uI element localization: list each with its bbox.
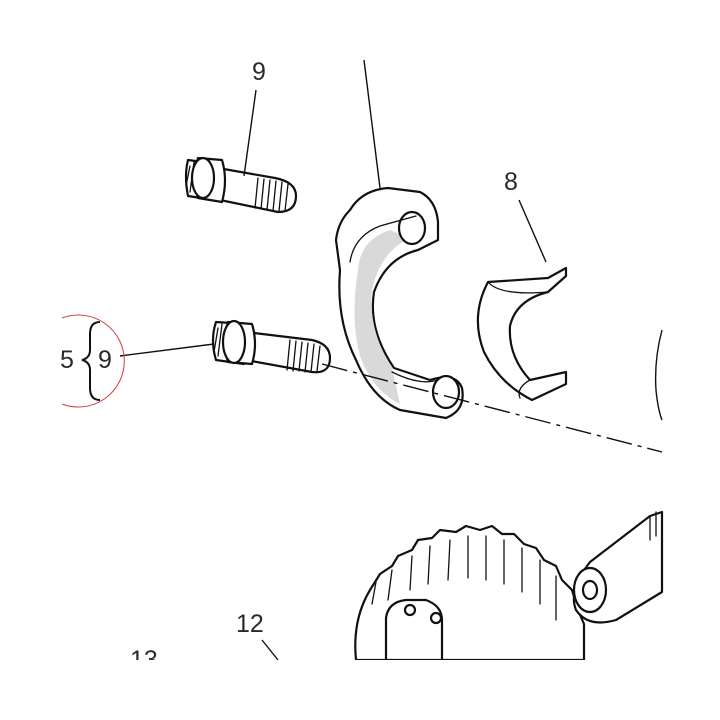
callout-gear: 12 [236, 610, 264, 638]
leader-gear [261, 639, 279, 661]
callout-bolt-top: 9 [252, 58, 266, 86]
assembly-axis-line [321, 363, 663, 453]
bolt-upper [184, 156, 298, 214]
leader-bolt-lower [119, 343, 215, 357]
group-brace [81, 321, 101, 401]
partial-component-edge [654, 329, 663, 421]
bolt-lower [211, 319, 332, 374]
shaft [572, 510, 664, 624]
bearing-shell [476, 266, 568, 402]
leader-bearing [518, 199, 547, 263]
callout-bearing-shell: 8 [504, 168, 518, 196]
gear [354, 524, 586, 662]
highlight-marker-arc [61, 314, 125, 408]
leader-bolt-top [243, 89, 257, 177]
callout-bolt-lower: 9 [98, 346, 112, 374]
callout-assembly: 5 [60, 346, 74, 374]
crop-mask [0, 660, 720, 720]
connecting-rod-cap [334, 186, 464, 420]
leader-rod [363, 59, 381, 189]
